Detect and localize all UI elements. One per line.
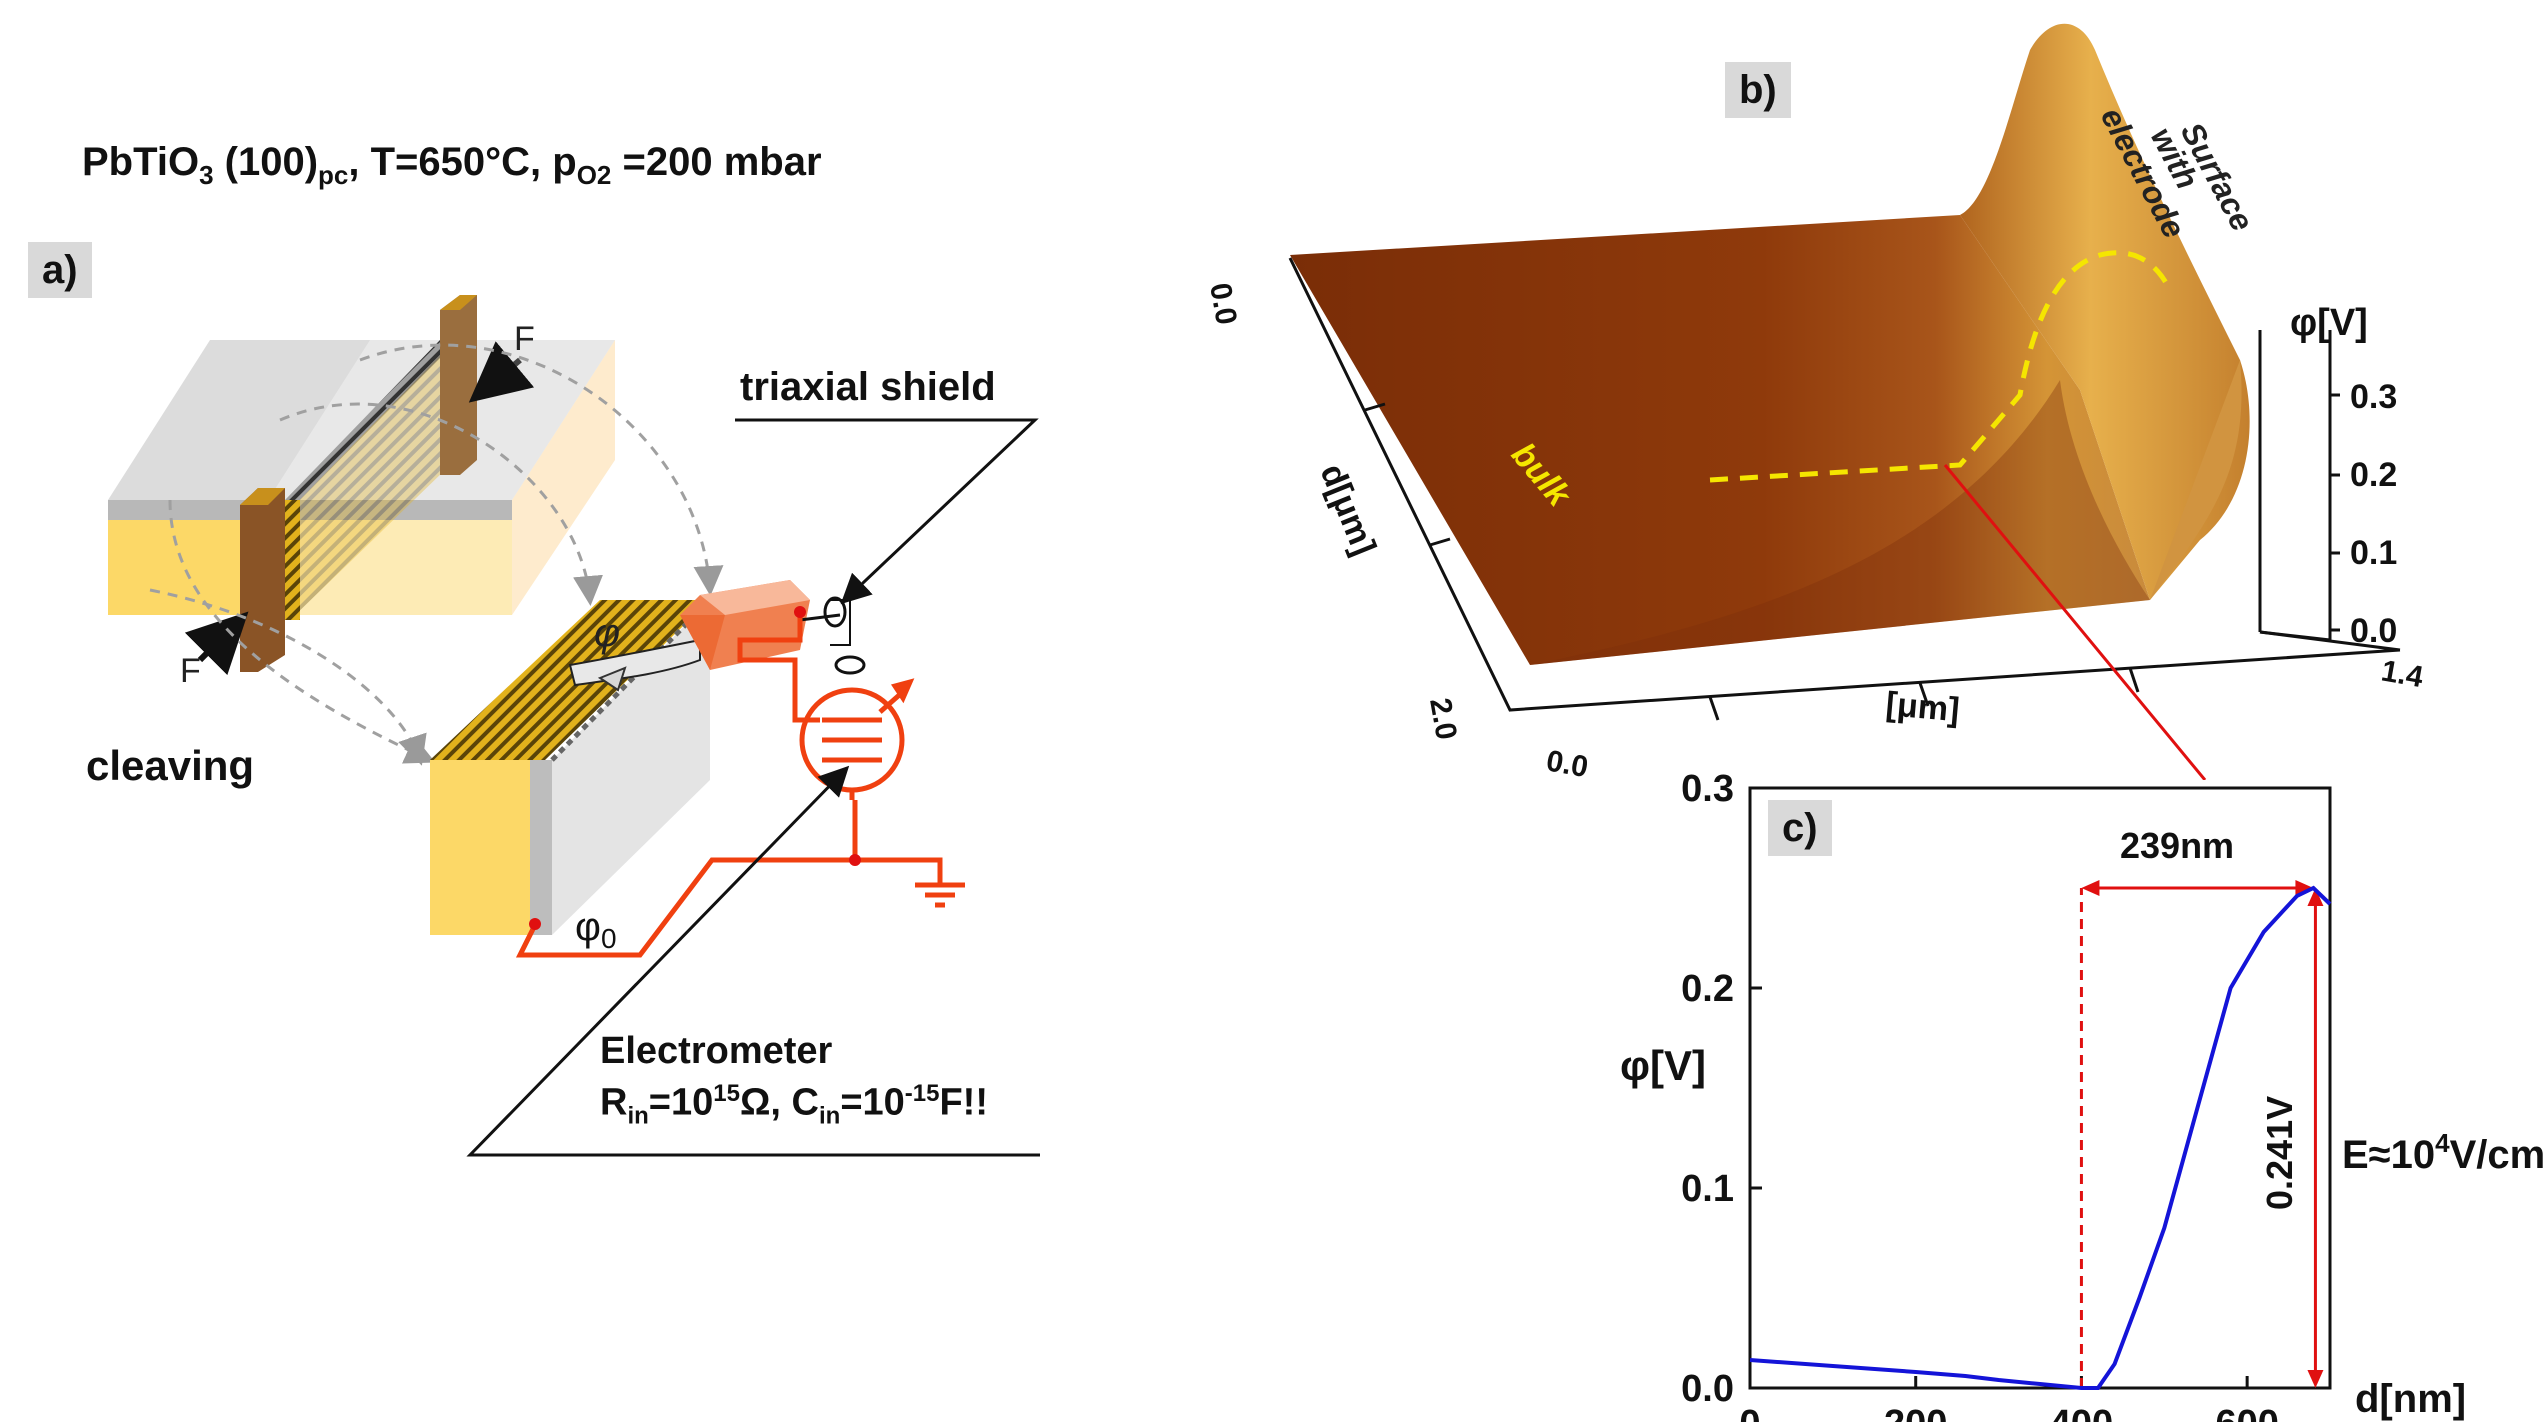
x-tick-label: 0 <box>1739 1403 1760 1422</box>
electrometer-specs: Rin=1015Ω, Cin=10-15F!! <box>600 1080 988 1130</box>
electrometer-symbol <box>799 678 915 800</box>
width-arrow-right <box>2295 880 2314 896</box>
phi-axis-label: φ[V] <box>2290 302 2368 344</box>
profile-line <box>1709 250 2173 483</box>
crystal-block-before <box>108 340 615 620</box>
annot-height-label: 0.241V <box>2259 1096 2300 1210</box>
cleaving-label: cleaving <box>86 742 254 789</box>
height-arrow-bottom <box>2307 1370 2324 1388</box>
panel-a-title: PbTiO3 (100)pc, T=650°C, pO2 =200 mbar <box>82 140 822 190</box>
afm-probe <box>568 580 841 692</box>
x-tick-left: 0.0 <box>1544 744 1591 780</box>
crystal-block-cleaved <box>430 598 712 935</box>
x-tick-right: 1.4 <box>2379 654 2426 694</box>
wedge-top <box>440 295 477 475</box>
chart-annotations <box>2079 880 2324 1388</box>
phi-tick-1: 0.2 <box>2350 456 2397 494</box>
x-tick-label: 400 <box>2050 1403 2113 1422</box>
phi-tick-0: 0.3 <box>2350 378 2397 416</box>
electrometer-wiring <box>515 615 965 958</box>
ground-potential-label: φ0 <box>575 905 617 954</box>
cleaving-motion-arrows <box>149 343 724 766</box>
width-arrow-left <box>2081 880 2100 896</box>
x-tick-label: 200 <box>1884 1403 1947 1422</box>
y-tick-label: 0.2 <box>1681 968 1734 1010</box>
y-tick-label: 0.0 <box>1681 1368 1734 1410</box>
chart-ylabel: φ[V] <box>1620 1042 1706 1089</box>
electrometer-title: Electrometer <box>600 1030 833 1072</box>
series-line <box>1749 885 2332 1390</box>
panel-c-tag: c) <box>1768 800 1832 856</box>
y-tick-label: 0.3 <box>1681 768 1734 810</box>
potential-profile-chart: 02004006000.00.10.20.3 φ[V] d[nm] 239nm … <box>1620 768 2545 1422</box>
potential-label: φ <box>594 611 620 655</box>
triaxial-shield-label: triaxial shield <box>740 365 996 409</box>
chart-xlabel: d[nm] <box>2355 1377 2466 1421</box>
cleaving-diagram: F F φ triaxial shield <box>86 295 1040 1157</box>
chart-ticks: 0 200 400 600 0.0 0.1 0.2 0.3 <box>1681 768 2279 1422</box>
force-label-bottom: F <box>180 652 201 690</box>
phi-tick-3: 0.0 <box>2350 612 2397 650</box>
chart-plot-frame <box>1748 786 2332 1390</box>
d-tick-bottom: 2.0 <box>1423 695 1463 742</box>
link-arrow <box>1943 464 2207 780</box>
panel-a-tag: a) <box>28 242 92 298</box>
surface-axes <box>1288 257 2401 721</box>
d-tick-top: 0.0 <box>1203 280 1243 327</box>
y-tick-label: 0.1 <box>1681 1168 1734 1210</box>
d-axis-label: d[μm] <box>1313 459 1384 561</box>
phi-tick-2: 0.1 <box>2350 534 2397 572</box>
force-label-top: F <box>514 320 535 358</box>
panel-b-tag: b) <box>1725 62 1791 118</box>
um-axis-label: [μm] <box>1884 685 1961 729</box>
x-tick-label: 600 <box>2215 1403 2278 1422</box>
annot-width-label: 239nm <box>2120 825 2234 866</box>
annot-field-label: E≈104V/cm <box>2342 1128 2545 1177</box>
potential-surface-3d: bulk Surface with electrode φ[V] 0.3 0.2… <box>1203 23 2426 780</box>
height-arrow-top <box>2307 888 2324 906</box>
wedge-bottom <box>240 488 285 672</box>
